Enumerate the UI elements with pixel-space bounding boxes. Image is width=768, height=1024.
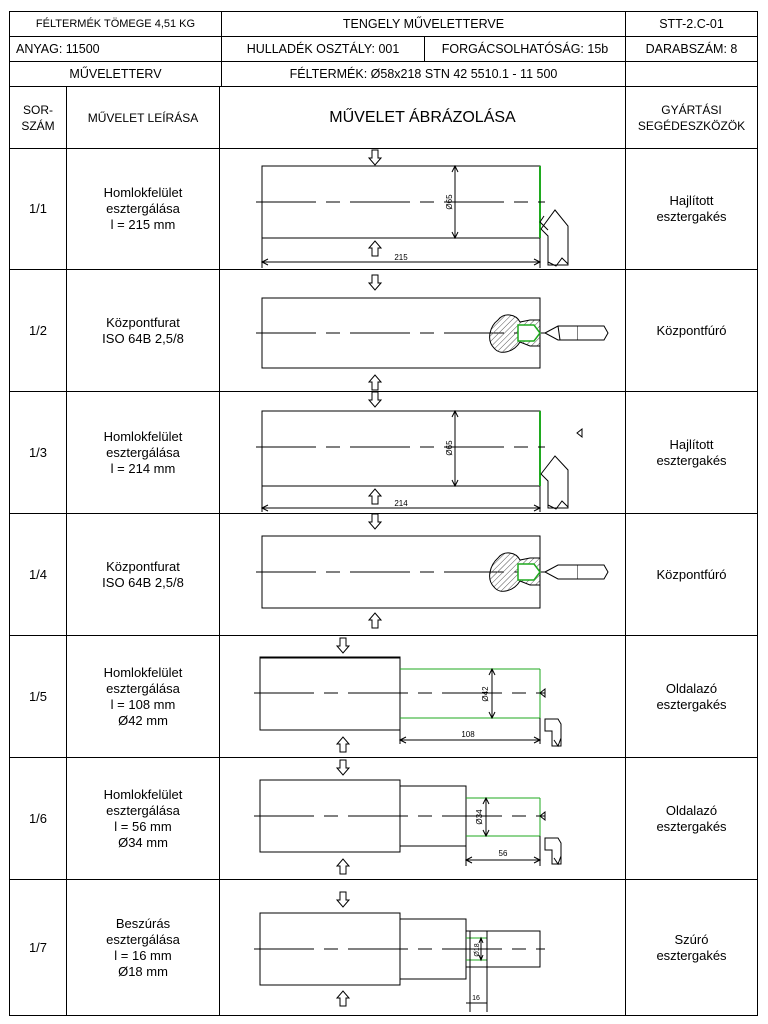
row-tool-line: esztergakés <box>656 818 727 834</box>
row-seq-number: 1/1 <box>28 201 48 216</box>
document-id: STT-2.C-01 <box>659 17 724 31</box>
material-label: ANYAG: 11500 <box>16 42 100 56</box>
op-1-7-length: 16 <box>472 995 480 1002</box>
row-tool: Központfúró <box>626 514 757 635</box>
row-tool: Központfúró <box>626 270 757 391</box>
machinability-label: FORGÁCSOLHATÓSÁG: 15b <box>441 42 609 56</box>
row-seq-number: 1/3 <box>28 444 48 460</box>
row-description-line: Ø42 mm <box>118 712 168 728</box>
row-description-line: esztergálása <box>106 931 180 947</box>
row-description-line: esztergálása <box>106 201 180 216</box>
row-description-line: l = 215 mm <box>110 217 176 232</box>
row-seq-number: 1/7 <box>28 939 48 955</box>
row-description-line: esztergálása <box>106 802 180 818</box>
col-header-tools-line2: SEGÉDESZKÖZÖK <box>637 118 746 133</box>
row-description-line: l = 16 mm <box>114 947 172 963</box>
drawing-op-1-1 <box>256 149 569 268</box>
drawing-op-1-6 <box>254 759 562 875</box>
drawing-op-1-5 <box>254 637 562 753</box>
drawing-op-1-4 <box>256 513 609 629</box>
row-description-line: Homlokfelület <box>103 428 183 444</box>
row-tool-line: Központfúró <box>656 566 727 582</box>
op-1-1-diameter: Ø65 <box>445 194 454 210</box>
col-header-seq-line2: SZÁM <box>21 118 55 133</box>
waste-class-label: HULLADÉK OSZTÁLY: 001 <box>246 42 400 56</box>
row-tool-line: Központfúró <box>656 322 727 338</box>
row-tool-line: esztergakés <box>656 696 727 712</box>
row-description-line: Homlokfelület <box>103 185 183 200</box>
op-1-3-diameter: Ø65 <box>445 440 454 456</box>
col-header-seq: SOR- SZÁM <box>10 87 66 148</box>
row-tool-line: Hajlított <box>669 193 714 208</box>
row-seq-number: 1/5 <box>28 688 48 704</box>
op-1-7-diameter: Ø18 <box>474 943 481 956</box>
row-description-line: Homlokfelület <box>103 786 183 802</box>
col-header-drawing: MŰVELET ÁBRÁZOLÁSA <box>329 108 516 126</box>
row-tool-line: Oldalazó <box>665 680 718 696</box>
op-1-5-length: 108 <box>461 730 475 739</box>
row-tool-line: esztergakés <box>656 947 727 963</box>
row-description-line: esztergálása <box>106 680 180 696</box>
op-1-5-diameter: Ø42 <box>481 686 490 702</box>
blank-spec: FÉLTERMÉK: Ø58x218 STN 42 5510.1 - 11 50… <box>289 67 558 81</box>
row-tool-line: esztergakés <box>656 209 727 224</box>
plan-label: MŰVELETTERV <box>69 67 162 81</box>
row-seq-number: 1/2 <box>28 322 48 338</box>
row-tool-line: Szúró <box>674 931 709 947</box>
row-description-line: Ø34 mm <box>118 834 168 850</box>
quantity-label: DARABSZÁM: 8 <box>645 42 738 56</box>
col-header-tools-line1: GYÁRTÁSI <box>661 102 722 117</box>
drawing-op-1-7 <box>254 891 545 1012</box>
row-tool-line: Oldalazó <box>665 802 718 818</box>
row-description-line: Homlokfelület <box>103 664 183 680</box>
op-1-6-length: 56 <box>499 849 508 858</box>
row-description-line: Központfurat <box>106 314 180 330</box>
row-description-line: l = 56 mm <box>114 818 172 834</box>
row-description-line: l = 108 mm <box>110 696 176 712</box>
drawing-op-1-3 <box>256 391 583 512</box>
op-1-6-diameter: Ø34 <box>475 809 484 825</box>
op-1-3-length: 214 <box>394 499 408 508</box>
col-header-seq-line1: SOR- <box>23 102 53 117</box>
document-title: TENGELY MŰVELETTERVE <box>342 17 505 31</box>
row-description-line: esztergálása <box>106 444 180 460</box>
op-1-1-length: 215 <box>394 253 408 262</box>
row-description-line: Ø18 mm <box>118 963 168 979</box>
row-tool-line: esztergakés <box>656 452 727 468</box>
row-description-line: Központfurat <box>106 558 180 574</box>
row-description-line: ISO 64B 2,5/8 <box>102 574 184 590</box>
row-description-line: Beszúrás <box>115 915 171 931</box>
blank-mass-label: FÉLTERMÉK TÖMEGE 4,51 KG <box>35 18 196 30</box>
row-seq-number: 1/4 <box>28 566 48 582</box>
row-description-line: l = 214 mm <box>110 460 176 476</box>
row-seq-number: 1/6 <box>28 810 48 826</box>
col-header-description: MŰVELET LEÍRÁSA <box>87 110 199 125</box>
row-description-line: ISO 64B 2,5/8 <box>102 330 184 346</box>
col-header-tools: GYÁRTÁSI SEGÉDESZKÖZÖK <box>626 87 757 148</box>
row-tool-line: Hajlított <box>669 436 714 452</box>
drawing-op-1-2 <box>256 274 609 391</box>
